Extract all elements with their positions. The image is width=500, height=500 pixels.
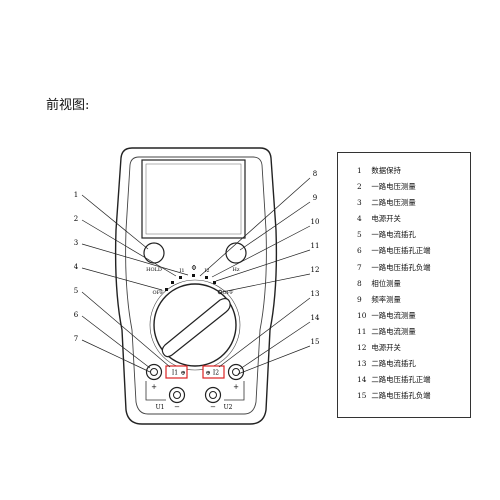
voltage-jack-2-positive-core	[232, 368, 240, 376]
legend-item: 1 数据保持	[357, 163, 470, 179]
u1-label: U1	[156, 404, 165, 411]
legend-text: 一路电压插孔负端	[371, 262, 431, 272]
callout-2: 2	[74, 215, 78, 223]
legend-text: 二路电流插孔	[371, 359, 416, 369]
legend-item: 7 一路电压插孔负端	[357, 260, 470, 276]
legend-text: 一路电流测量	[371, 310, 416, 320]
legend-item: 8 相位测量	[357, 276, 470, 292]
legend-num: 3	[357, 198, 362, 208]
legend-text: 一路电压插孔正端	[371, 246, 431, 256]
legend-num: 12	[357, 343, 367, 353]
callout-3: 3	[74, 239, 78, 247]
callout-5: 5	[74, 287, 78, 295]
switch-position-marks	[165, 274, 223, 295]
legend-item: 10 一路电流测量	[357, 308, 470, 324]
legend-num: 10	[357, 310, 367, 320]
plus-right-label: +	[233, 383, 239, 391]
legend-num: 2	[357, 182, 362, 192]
legend-num: 9	[357, 294, 362, 304]
legend-text: 一路电压测量	[371, 182, 416, 192]
voltage-jack-2-negative-core	[209, 391, 217, 399]
lcd-display-inner	[145, 163, 242, 235]
legend-num: 1	[357, 166, 362, 175]
plus-left-label: +	[151, 383, 157, 391]
current-jack-2-symbol: ⊕	[205, 370, 210, 377]
legend-item: 9 频率测量	[357, 292, 470, 308]
legend-num: 14	[357, 375, 367, 385]
callout-14: 14	[311, 314, 320, 322]
callout-9: 9	[313, 194, 317, 202]
callout-6: 6	[74, 311, 79, 319]
hold-button-label: HOLD	[146, 267, 162, 273]
legend-num: 8	[357, 278, 362, 288]
u2-label: U2	[224, 404, 233, 411]
legend-num: 5	[357, 230, 362, 240]
legend-text: 相位测量	[371, 278, 401, 288]
switch-label-off-left: OFF	[152, 290, 164, 296]
meter-body-outline	[114, 147, 278, 425]
callout-15: 15	[311, 338, 320, 346]
legend-num: 6	[357, 246, 362, 256]
legend-item: 6 一路电压插孔正端	[357, 243, 470, 259]
legend-text: 二路电压插孔负端	[371, 391, 431, 401]
current-jack-1-box[interactable]	[165, 365, 188, 379]
voltage-jack-1-negative-core	[173, 391, 181, 399]
current-jack-1-label: I1	[172, 370, 178, 377]
legend-num: 4	[357, 214, 362, 224]
switch-label-i2: I2	[204, 268, 209, 274]
callout-1: 1	[74, 191, 78, 199]
legend-text: 二路电压插孔正端	[371, 375, 431, 385]
meter-inner-outline	[125, 156, 267, 415]
legend-box: 1 数据保持 2 一路电压测量 3 二路电压测量 4 电源开关 5 一路电流插孔…	[337, 152, 471, 418]
legend-item: 13 二路电流插孔	[357, 356, 470, 372]
switch-label-phi: Φ	[192, 265, 197, 272]
legend-text: 电源开关	[371, 214, 401, 224]
voltage-jack-1-positive-core	[150, 368, 158, 376]
legend-item: 5 一路电流插孔	[357, 227, 470, 243]
legend-text: 数据保持	[371, 166, 401, 175]
callout-12: 12	[311, 266, 320, 274]
legend-item: 4 电源开关	[357, 211, 470, 227]
lcd-display	[141, 159, 246, 239]
legend-text: 二路电压测量	[371, 198, 416, 208]
callout-4: 4	[74, 263, 79, 271]
u1-bracket	[145, 381, 166, 401]
legend-text: 二路电流测量	[371, 326, 416, 336]
u2-bracket	[224, 381, 245, 401]
callout-8: 8	[313, 170, 317, 178]
current-jack-2-label: I2	[213, 370, 219, 377]
switch-label-off-right: OFF	[222, 290, 234, 296]
switch-label-i1: I1	[179, 268, 184, 274]
legend-item: 11 二路电流测量	[357, 324, 470, 340]
legend-text: 一路电流插孔	[371, 230, 416, 240]
hz-button-label: Hz	[233, 267, 240, 273]
rotary-switch-knob	[161, 297, 231, 358]
legend-item: 12 电源开关	[357, 340, 470, 356]
legend-num: 11	[357, 326, 367, 336]
minus-left-label: −	[174, 403, 180, 411]
legend-item: 3 二路电压测量	[357, 195, 470, 211]
hz-button[interactable]	[225, 242, 247, 264]
legend-item: 14 二路电压插孔正端	[357, 372, 470, 388]
legend-text: 电源开关	[371, 343, 401, 353]
legend-num: 13	[357, 359, 367, 369]
legend-text: 频率测量	[371, 294, 401, 304]
callout-7: 7	[74, 335, 78, 343]
legend-item: 15 二路电压插孔负端	[357, 388, 470, 404]
callout-lines	[81, 177, 311, 375]
callout-13: 13	[311, 290, 320, 298]
figure-title: 前视图:	[46, 98, 90, 113]
callout-11: 11	[311, 242, 320, 250]
minus-right-label: −	[210, 403, 216, 411]
legend-num: 7	[357, 262, 362, 272]
legend-num: 15	[357, 391, 367, 401]
current-jack-2-box[interactable]	[202, 365, 225, 379]
current-jack-1-symbol: ⊕	[180, 370, 185, 377]
hold-button[interactable]	[143, 242, 165, 264]
callout-10: 10	[311, 218, 320, 226]
rotary-switch-ring	[149, 279, 241, 371]
legend-item: 2 一路电压测量	[357, 179, 470, 195]
